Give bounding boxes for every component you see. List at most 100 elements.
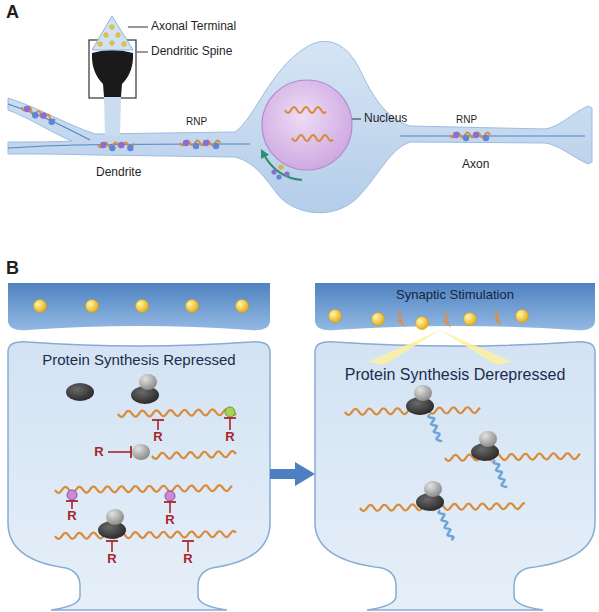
- panel-letter: A: [6, 3, 19, 21]
- mrna-strand: [360, 503, 525, 511]
- synaptic-vesicle: [416, 317, 429, 330]
- rnp-protein: [473, 132, 479, 138]
- repressor-bar: [106, 540, 118, 542]
- mrna-strand: [345, 407, 480, 415]
- ribosome-large-subunit: [471, 443, 499, 461]
- part-label: RNP: [186, 117, 207, 127]
- rnp-protein: [32, 112, 38, 118]
- panel-letter: B: [6, 259, 19, 277]
- repressor-label: R: [225, 430, 234, 443]
- synaptic-vesicle: [372, 313, 385, 326]
- stimulation-ray: [368, 330, 440, 365]
- repressor-label: R: [67, 509, 76, 522]
- spine-neck: [104, 97, 121, 136]
- node-text: Synaptic Stimulation: [315, 288, 595, 302]
- node-outline: [8, 338, 270, 610]
- rnp-protein: [183, 140, 189, 146]
- repressor-label: R: [107, 552, 116, 565]
- part-label: Dendritic Spine: [151, 45, 232, 57]
- leader-line: [137, 52, 148, 53]
- repressor-line: [108, 451, 131, 453]
- synaptic-vesicle: [516, 310, 529, 323]
- rnp-protein: [24, 106, 30, 112]
- mrna-strand: [55, 485, 232, 493]
- repressor-line: [187, 541, 189, 552]
- ribosome-large-subunit: [66, 383, 94, 401]
- repressor-bar: [164, 501, 176, 503]
- mrna-binding-element: [225, 407, 235, 417]
- microtubule: [400, 135, 585, 136]
- ribosome-small-subunit: [424, 481, 442, 497]
- repressor-bar: [182, 540, 194, 542]
- mrna-strand: [55, 531, 236, 539]
- rnp-assembly-dot: [284, 171, 289, 176]
- rnp-protein: [40, 112, 46, 118]
- mrna-strand: [118, 409, 236, 417]
- stimulation-bolt: [494, 309, 502, 326]
- repressor-bar: [130, 446, 132, 458]
- repressor-label: R: [153, 430, 162, 443]
- part-label: Dendrite: [96, 166, 141, 178]
- ribosome-small-subunit: [139, 374, 157, 390]
- nascent-peptide: [438, 510, 453, 540]
- rnp-protein: [127, 145, 133, 151]
- mrna-binding-element: [165, 491, 175, 501]
- spine-shape: [315, 342, 595, 610]
- leader-line: [352, 119, 361, 120]
- part-label: Axon: [462, 158, 489, 170]
- stimulation-ray: [440, 330, 512, 365]
- rnp-protein: [100, 142, 106, 148]
- vesicle-dot: [104, 33, 109, 38]
- presynaptic-terminal: [8, 283, 270, 330]
- nuclear-mrna: [285, 107, 326, 113]
- rnp-protein: [483, 135, 489, 141]
- repressor-label: R: [165, 513, 174, 526]
- repressor-label: R: [94, 445, 103, 458]
- mrna-strand: [152, 451, 236, 459]
- repressor-bar: [152, 419, 164, 421]
- ribosome-large-subunit: [406, 397, 434, 415]
- dendritic-spine-head: [92, 50, 133, 97]
- stimulation-bolt: [397, 310, 405, 327]
- vesicle-dot: [110, 25, 115, 30]
- rnp-protein: [193, 143, 199, 149]
- ribosome-small-subunit: [479, 431, 497, 447]
- synaptic-vesicle: [136, 300, 149, 313]
- rnp-protein: [203, 140, 209, 146]
- presynaptic-terminal: Synaptic Stimulation: [315, 283, 595, 333]
- nascent-peptide: [493, 460, 507, 487]
- part-label: Nucleus: [364, 112, 407, 124]
- vesicle-dot: [122, 42, 127, 47]
- nucleus: [262, 80, 352, 170]
- part-label: Axonal Terminal: [151, 20, 236, 32]
- stimulation-bolt: [443, 311, 451, 328]
- synaptic-vesicle: [186, 300, 199, 313]
- rnp-protein: [49, 119, 55, 125]
- ribosome-large-subunit: [416, 493, 444, 511]
- repressor-line: [157, 420, 159, 430]
- vesicle-dot: [110, 41, 115, 46]
- rnp-assembly-dot: [271, 169, 276, 174]
- transport-arrow: [263, 153, 302, 180]
- repressor-line: [71, 501, 73, 509]
- mrna-binding-element: [67, 490, 77, 500]
- dendritic-spine: Protein Synthesis Repressed: [8, 338, 270, 610]
- synaptic-vesicle: [329, 310, 342, 323]
- rnp-assembly-dot: [278, 164, 283, 169]
- repressor-bar: [66, 500, 78, 502]
- repressor-label: R: [183, 552, 192, 565]
- rnp-protein: [213, 143, 219, 149]
- rnp-protein: [463, 135, 469, 141]
- repressor-line: [169, 502, 171, 513]
- nascent-peptide: [428, 414, 442, 441]
- vesicle-dot: [98, 42, 103, 47]
- repressor-line: [229, 418, 231, 430]
- synaptic-vesicle: [464, 313, 477, 326]
- ribosome-small-subunit: [106, 509, 124, 525]
- ribosome-large-subunit: [131, 386, 159, 404]
- microtubule: [8, 104, 90, 140]
- synaptic-vesicle: [34, 300, 47, 313]
- synaptic-vesicle: [236, 300, 249, 313]
- ribosome-large-subunit: [98, 521, 126, 539]
